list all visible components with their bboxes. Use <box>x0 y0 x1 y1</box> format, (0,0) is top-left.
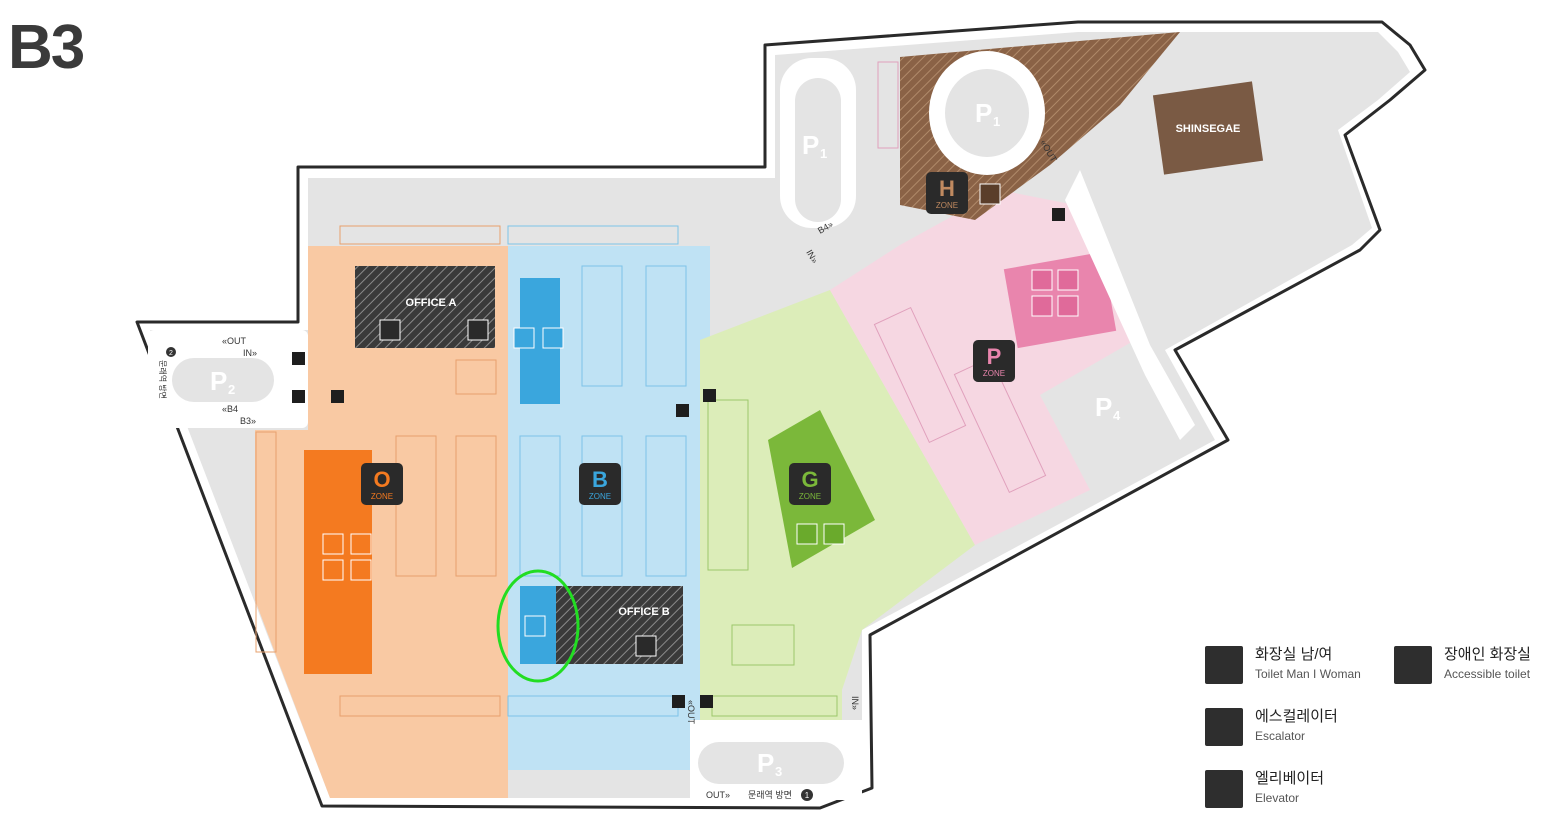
accessible-icon <box>350 559 372 581</box>
zone-p-sub: ZONE <box>983 369 1005 378</box>
office-a-label: OFFICE A <box>406 297 457 309</box>
legend-escalator-en: Escalator <box>1255 729 1306 743</box>
p2-in-label: IN» <box>243 348 257 358</box>
legend-accessible-en: Accessible toilet <box>1444 667 1531 681</box>
zone-h-badge[interactable]: H ZONE <box>926 172 968 214</box>
zone-b-badge[interactable]: B ZONE <box>579 463 621 505</box>
legend-elevator-en: Elevator <box>1255 791 1300 805</box>
stair-markers <box>292 208 1065 708</box>
p2-direction-num: 2 <box>169 350 173 357</box>
zone-g-letter: G <box>801 467 818 492</box>
legend-accessible: 장애인 화장실 Accessible toilet <box>1394 646 1531 684</box>
p1-ramp-inner <box>795 78 841 222</box>
zone-o-badge[interactable]: O ZONE <box>361 463 403 505</box>
p3-oval <box>698 742 844 784</box>
p4-label: P 4 <box>1095 392 1121 423</box>
highlight-circle <box>496 569 580 683</box>
svg-text:P: P <box>802 130 819 160</box>
legend-elevator: 엘리베이터 Elevator <box>1205 770 1324 808</box>
legend-elevator-ko: 엘리베이터 <box>1255 770 1325 787</box>
zone-h-sub: ZONE <box>936 201 958 210</box>
p2-direction-badge <box>166 347 176 357</box>
p3-direction-badge <box>801 789 813 801</box>
elevator-icon <box>379 319 401 341</box>
p3-direction-label: 문래역 방면 <box>748 790 792 800</box>
elevator-icon <box>1205 770 1243 808</box>
zone-b-letter: B <box>592 467 608 492</box>
p2-label: P 2 <box>210 366 235 397</box>
zone-o-sub: ZONE <box>371 492 393 501</box>
svg-text:P: P <box>210 366 227 396</box>
p3-out-side-label: «OUT <box>686 700 696 725</box>
svg-text:2: 2 <box>228 382 235 397</box>
stall-grid-b <box>507 225 687 717</box>
p2-oval <box>172 358 274 402</box>
toilet-icon <box>322 559 344 581</box>
svg-text:3: 3 <box>775 764 782 779</box>
zone-p-letter: P <box>987 344 1002 369</box>
elevator-icon <box>542 327 564 349</box>
svg-text:P: P <box>1095 392 1112 422</box>
p2-direction-label: 문래역 방면 <box>158 360 168 399</box>
svg-text:4: 4 <box>1113 408 1121 423</box>
elevator-icon <box>979 183 1001 205</box>
legend-escalator-ko: 에스컬레이터 <box>1255 708 1338 725</box>
p1-inner <box>945 69 1029 157</box>
facility-icons <box>322 183 1079 657</box>
floor-title: B3 <box>8 13 85 82</box>
svg-text:P: P <box>757 748 774 778</box>
zone-g-sub: ZONE <box>799 492 821 501</box>
zone-o-letter: O <box>373 467 390 492</box>
p3-in-side-label: IN» <box>850 696 860 710</box>
elevator-icon <box>1057 269 1079 291</box>
office-b-block <box>555 586 683 664</box>
escalator-icon <box>1205 708 1243 746</box>
legend-escalator: 에스컬레이터 Escalator <box>1205 708 1338 746</box>
accessible-icon <box>1394 646 1432 684</box>
shinsegae-label: SHINSEGAE <box>1176 123 1241 135</box>
p1-circle-label: P 1 <box>975 98 1000 129</box>
p2-b4-label: «B4 <box>222 404 238 414</box>
p3-out-label: OUT» <box>706 790 730 800</box>
toilet-icon <box>467 319 489 341</box>
escalator-icon <box>1031 269 1053 291</box>
svg-text:1: 1 <box>993 114 1000 129</box>
elevator-icon <box>350 533 372 555</box>
shinsegae-block <box>1152 81 1264 175</box>
legend-accessible-ko: 장애인 화장실 <box>1444 646 1531 663</box>
toilet-icon <box>1031 295 1053 317</box>
p4-road <box>1065 170 1195 440</box>
toilet-icon <box>823 523 845 545</box>
elevator-icon <box>635 635 657 657</box>
zone-b-sub: ZONE <box>589 492 611 501</box>
escalator-icon <box>322 533 344 555</box>
toilet-icon <box>1205 646 1243 684</box>
legend-toilet: 화장실 남/여 Toilet Man I Woman <box>1205 646 1361 684</box>
zone-h-letter: H <box>939 176 955 201</box>
elevator-icon <box>524 615 546 637</box>
accessible-icon <box>1057 295 1079 317</box>
p2-b3-label: B3» <box>240 416 256 426</box>
svg-text:1: 1 <box>820 146 827 161</box>
zone-p-badge[interactable]: P ZONE <box>973 340 1015 382</box>
p3-direction-num: 1 <box>805 791 810 800</box>
zone-g-badge[interactable]: G ZONE <box>789 463 831 505</box>
legend-toilet-en: Toilet Man I Woman <box>1255 667 1361 681</box>
svg-text:P: P <box>975 98 992 128</box>
legend-toilet-ko: 화장실 남/여 <box>1255 646 1333 663</box>
office-b-label: OFFICE B <box>618 606 669 618</box>
elevator-icon <box>796 523 818 545</box>
stall-grid-p <box>873 61 1047 494</box>
p3-label: P 3 <box>757 748 782 779</box>
p2-out-label: «OUT <box>222 336 247 346</box>
p1-label: P 1 <box>802 130 827 161</box>
stall-grid-o <box>255 225 501 717</box>
escalator-icon <box>513 327 535 349</box>
